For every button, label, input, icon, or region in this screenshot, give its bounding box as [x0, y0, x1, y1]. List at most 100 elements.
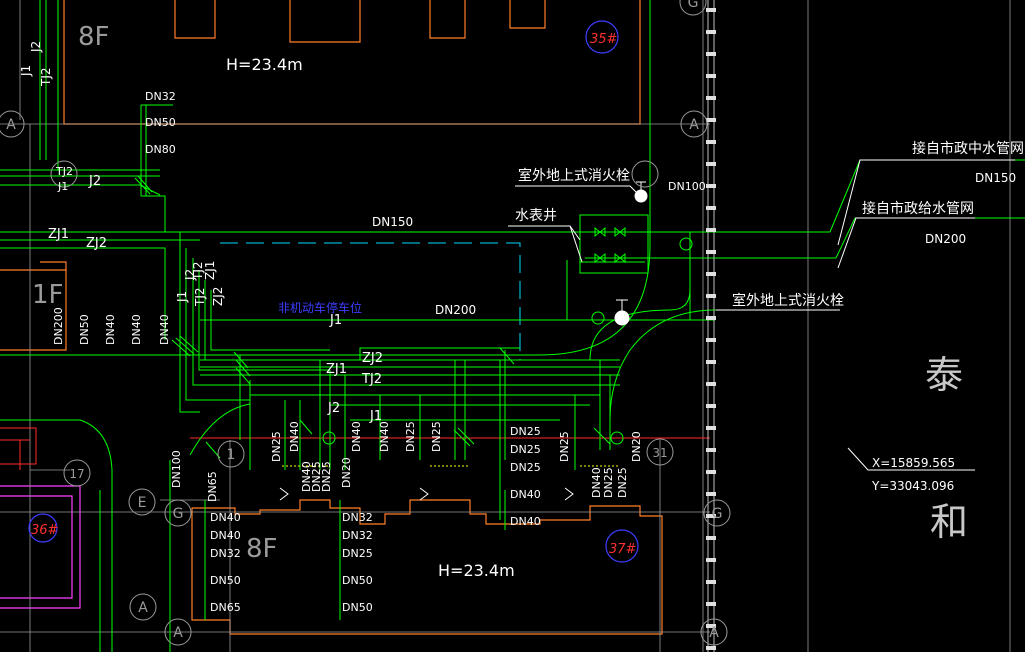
- dn-g2b: DN25: [310, 461, 323, 492]
- dn-left-3: DN32: [210, 547, 241, 560]
- dn-g2a: DN40: [300, 461, 313, 492]
- dn-lv-5: DN40: [158, 314, 171, 345]
- axis-31: 31: [652, 446, 667, 460]
- fence-post: [706, 118, 716, 122]
- dn-top-1: DN32: [145, 90, 176, 103]
- pipe-zj2: ZJ2: [86, 236, 107, 251]
- valve-icon-3: [322, 431, 336, 445]
- dn-g5b: DN20: [630, 431, 643, 462]
- building-1f-roof: [40, 261, 67, 270]
- fence-post: [706, 624, 716, 628]
- fence-post: [706, 338, 716, 342]
- dn-g3b: DN40: [378, 421, 391, 452]
- valve-icon-4: [610, 431, 624, 445]
- axis-a-bottom-right: A: [709, 625, 719, 641]
- pipe-dn200-main: DN200: [435, 303, 476, 317]
- top-vpipe-j2: J2: [29, 41, 43, 53]
- axis-g-bottom-right: G: [712, 506, 723, 522]
- label-coord-x: X=15859.565: [872, 456, 955, 470]
- dn-group4-e: DN40: [510, 515, 541, 528]
- dn-top-3: DN80: [145, 143, 176, 156]
- hydrant-symbols: [322, 181, 693, 445]
- pipe-j1-mid: J1: [329, 313, 342, 328]
- pipe-dn150-main: DN150: [372, 215, 413, 229]
- building-37-outline: [191, 499, 663, 635]
- dn-g6c: DN25: [616, 467, 629, 498]
- axis-markers: [0, 0, 731, 646]
- axis-a-left-lower: A: [138, 600, 148, 616]
- label-city-pipe-1-dn: DN150: [975, 171, 1016, 185]
- dn-lv-2: DN50: [78, 314, 91, 345]
- dn-left-4: DN50: [210, 574, 241, 587]
- dn-left-2: DN40: [210, 529, 241, 542]
- fence-post: [706, 360, 716, 364]
- building-35-height: H=23.4m: [226, 55, 303, 74]
- fence-post: [706, 272, 716, 276]
- building-1f-floors: 1F: [32, 280, 64, 310]
- vpipe-tj2: TJ2: [193, 287, 207, 307]
- axis-a-left: A: [6, 117, 16, 133]
- hydrant-mid-icon: [614, 310, 630, 326]
- dn-g6b: DN25: [602, 467, 615, 498]
- fence-post: [706, 184, 716, 188]
- dn-center-4: DN50: [342, 574, 373, 587]
- dn-group4-c: DN25: [510, 461, 541, 474]
- annotation-leaders: [279, 159, 1015, 501]
- fence-post: [706, 404, 716, 408]
- valve-icon-1: [679, 237, 693, 251]
- dn-lv-3: DN40: [104, 314, 117, 345]
- dn-center-5: DN50: [342, 601, 373, 614]
- dashed-utility-line: [220, 242, 521, 360]
- hydrant-top-icon: [634, 189, 648, 203]
- fence-post: [706, 492, 716, 496]
- pipe-zj1-low: ZJ1: [326, 362, 347, 377]
- fence-post: [706, 558, 716, 562]
- dn-group4-a: DN25: [510, 425, 541, 438]
- fence-post: [706, 316, 716, 320]
- dn-g1b: DN40: [288, 421, 301, 452]
- fence-post: [706, 580, 716, 584]
- pipe-zj2-low: ZJ2: [362, 351, 383, 366]
- label-hydrant-top: 室外地上式消火栓: [518, 167, 630, 184]
- fence-post: [706, 448, 716, 452]
- axis-g-top: G: [688, 0, 699, 11]
- building-36-inner: [0, 495, 73, 599]
- building-1f-outline: [0, 269, 67, 351]
- fence-post: [706, 250, 716, 254]
- dn-group4-b: DN25: [510, 443, 541, 456]
- vpipe-zj1: ZJ1: [203, 261, 217, 280]
- dn-center-3: DN25: [342, 547, 373, 560]
- dn-g2c: DN25: [320, 461, 333, 492]
- dn-left-5: DN65: [210, 601, 241, 614]
- building-37-number: 37#: [609, 542, 637, 557]
- vpipe-zj2: ZJ2: [211, 287, 225, 306]
- building-37-height: H=23.4m: [438, 561, 515, 580]
- fence-post: [706, 294, 716, 298]
- fence-post: [706, 470, 716, 474]
- pipe-tj2-low: TJ2: [361, 372, 382, 387]
- pipe-j2-low: J2: [327, 401, 340, 416]
- pipe-ticks: [134, 175, 611, 459]
- axis-e: E: [138, 495, 147, 511]
- building-35-number: 35#: [590, 32, 618, 47]
- building-number-markers: [28, 20, 639, 563]
- label-city-pipe-1: 接自市政中水管网: [912, 140, 1024, 157]
- fence-post: [706, 536, 716, 540]
- valve-icon-2: [591, 311, 605, 325]
- vpipe-tj2b: TJ2: [191, 261, 205, 281]
- axis-1: 1: [227, 447, 236, 463]
- pipe-dn100-hydrant: DN100: [668, 180, 706, 193]
- road-curves: [0, 0, 717, 652]
- label-city-pipe-2-dn: DN200: [925, 232, 966, 246]
- fence-post: [706, 228, 716, 232]
- fence-post: [706, 426, 716, 430]
- label-city-pipe-2: 接自市政给水管网: [862, 200, 974, 217]
- fence-post: [706, 602, 716, 606]
- dn-left-1: DN40: [210, 511, 241, 524]
- fence-post: [706, 52, 716, 56]
- vpipe-j1: J1: [175, 291, 189, 303]
- dn-g2d: DN20: [340, 457, 353, 488]
- fence-post: [706, 162, 716, 166]
